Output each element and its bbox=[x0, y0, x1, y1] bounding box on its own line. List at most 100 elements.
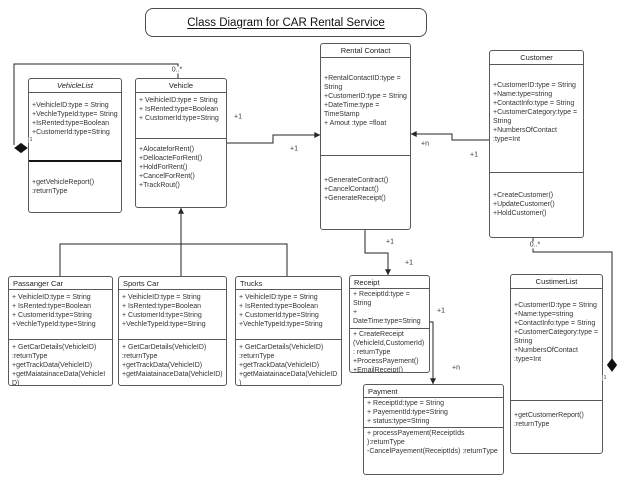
attribute-line: + PayementId:type=String bbox=[367, 409, 448, 416]
method-line: +getMaiatainaceData(VehicleID) bbox=[12, 371, 106, 385]
attribute-line: + VeihicleID:type = String bbox=[239, 294, 318, 301]
class-customer[interactable]: Customer+CustomerID:type = String+Name:t… bbox=[489, 50, 584, 238]
connector-vehicle-to-rental-contact[interactable] bbox=[227, 132, 321, 144]
class-vehiclelist[interactable]: VehicleList+VeihicleID:type = String+Vec… bbox=[28, 78, 122, 213]
class-name-customer: Customer bbox=[490, 51, 583, 65]
attribute-line: +RentalContactID:type = String bbox=[324, 75, 401, 91]
attribute-line: + IsRented:type=Boolean bbox=[139, 106, 219, 113]
method-line: +ProcessPayement() bbox=[353, 358, 419, 365]
method-line: +CreateCustomer() bbox=[493, 192, 554, 199]
multiplicity-label: +1 bbox=[289, 145, 299, 153]
diagram-title: Class Diagram for CAR Rental Service bbox=[187, 16, 385, 29]
attributes-compartment: +VeihicleID:type = String+VechleTypeId:t… bbox=[29, 93, 121, 162]
method-line: +HoldForRent() bbox=[139, 164, 188, 171]
method-line: +getTrackData(VehicleID) bbox=[239, 362, 320, 369]
multiplicity-label: 0..* bbox=[170, 66, 184, 74]
class-passanger-car[interactable]: Passanger Car+ VeihicleID:type = String+… bbox=[8, 276, 113, 386]
method-line: +HoldCustomer() bbox=[493, 210, 547, 217]
class-name-vehiclelist: VehicleList bbox=[29, 79, 121, 93]
multiplicity-label: +1 bbox=[436, 307, 446, 315]
attributes-compartment: +CustomerID:type = String+Name:type=stri… bbox=[490, 65, 583, 173]
methods-compartment: +AlocateforRent() +DelloacteForRent() +Hol… bbox=[136, 139, 226, 207]
attribute-line: +VechleTypeId:type=String bbox=[239, 321, 323, 328]
method-line: +getMaiatainaceData(VehicleID) bbox=[122, 371, 223, 378]
attributes-compartment: + ReceiptId:type = String+ DateTime:type… bbox=[350, 289, 429, 329]
method-line: +getMaiatainaceData(VehicleID) bbox=[239, 371, 338, 385]
method-line: +getVehicleReport() :returnType bbox=[32, 179, 95, 195]
attribute-line: +CustomerID:type = String bbox=[324, 93, 407, 100]
class-receipt[interactable]: Receipt+ ReceiptId:type = String+ DateTi… bbox=[349, 275, 430, 373]
class-name-payment: Payment bbox=[364, 385, 503, 398]
method-line: +UpdateCustomer() bbox=[493, 201, 555, 208]
attribute-line: +ContactInfo:type = String bbox=[493, 100, 575, 107]
class-rental-contact[interactable]: Rental Contact+RentalContactID:type = St… bbox=[320, 43, 411, 230]
attribute-line: + Amout :type =float bbox=[324, 120, 387, 127]
attribute-line: +NumbersOfContact :type=Int bbox=[493, 127, 557, 143]
methods-compartment: + CreateReceipt (VehicleId,CustomerId): … bbox=[350, 329, 429, 372]
multiplicity-label: +1 bbox=[469, 151, 479, 159]
attribute-line: +NumbersOfContact :type=Int bbox=[514, 347, 578, 363]
method-line: +EmailReceipt() bbox=[353, 367, 403, 372]
class-vehicle[interactable]: Vehicle+ VeihicleID:type = String+ IsRen… bbox=[135, 78, 227, 208]
class-custimer-list[interactable]: CustimerList +CustomerID:type = String +Na… bbox=[510, 274, 603, 454]
attribute-line: +VechleTypeId:type= String bbox=[32, 111, 118, 118]
attributes-compartment: + VeihicleID:type = String + IsRented:typ… bbox=[136, 93, 226, 139]
method-line: +DelloacteForRent() bbox=[139, 155, 203, 162]
connector-rental-contact-to-receipt[interactable] bbox=[364, 230, 391, 276]
method-line: +getCustomerReport() :returnType bbox=[514, 412, 584, 428]
attribute-line: + DateTime:type=String bbox=[353, 309, 421, 325]
multiplicity-label: 0..* bbox=[528, 241, 542, 249]
methods-compartment: + GetCarDetails(VehicleID) :returnType+g… bbox=[9, 340, 112, 385]
multiplicity-label: +n bbox=[420, 140, 430, 148]
class-sports-car[interactable]: Sports Car+ VeihicleID:type = String+ Is… bbox=[118, 276, 227, 386]
method-line: +TrackRout() bbox=[139, 182, 180, 189]
attributes-compartment: + VeihicleID:type = String+ IsRented:typ… bbox=[119, 290, 226, 340]
attribute-line: + CustomerId:type=String bbox=[239, 312, 319, 319]
composition-diamond-icon bbox=[606, 358, 618, 372]
method-line: + CreateReceipt (VehicleId,CustomerId): … bbox=[353, 331, 425, 356]
method-line: +CancelForRent() bbox=[139, 173, 195, 180]
attribute-line: +VechleTypeId:type=String bbox=[122, 321, 206, 328]
method-line: + GetCarDetails(VehicleID) :returnType bbox=[239, 344, 324, 360]
attribute-line: +IsRented:type=Boolean bbox=[32, 120, 110, 127]
class-payment[interactable]: Payment + ReceiptId:type = String + Payeme… bbox=[363, 384, 504, 475]
method-line: +AlocateforRent() bbox=[139, 146, 195, 153]
attribute-line: + CustomerId:type=String bbox=[122, 312, 202, 319]
attribute-line: + CustomerId:type=String bbox=[353, 326, 426, 328]
methods-compartment: +GenerateContract()+CancelContact()+Gene… bbox=[321, 156, 410, 229]
attribute-line: +CustomerID:type = String bbox=[493, 82, 576, 89]
method-line: +GenerateContract() bbox=[324, 177, 389, 184]
connector-receipt-to-payment[interactable] bbox=[430, 321, 436, 385]
attribute-line: +CustomerCategory:type = String bbox=[514, 329, 599, 345]
attributes-compartment: + VeihicleID:type = String+ IsRented:typ… bbox=[9, 290, 112, 340]
method-line: +getTrackData(VehicleID) bbox=[122, 362, 203, 369]
attribute-line: +Name:type=string bbox=[514, 311, 574, 318]
class-name-custimer-list: CustimerList bbox=[511, 275, 602, 289]
attribute-line: +DateTime:type = TimeStamp bbox=[324, 102, 380, 118]
attributes-compartment: + VeihicleID:type = String+ IsRented:typ… bbox=[236, 290, 341, 340]
class-name-passanger-car: Passanger Car bbox=[9, 277, 112, 290]
attribute-line: +ContactInfo:type = String bbox=[514, 320, 596, 327]
class-name-rental-contact: Rental Contact bbox=[321, 44, 410, 58]
attributes-compartment: + ReceiptId:type = String + PayementId:ty… bbox=[364, 398, 503, 428]
method-line: + processPayement(ReceiptIds ):returnTyp… bbox=[367, 430, 465, 446]
class-name-receipt: Receipt bbox=[350, 276, 429, 289]
connector-subclass-bus[interactable] bbox=[59, 243, 288, 276]
method-line: + GetCarDetails(VehicleID) :returnType bbox=[122, 344, 207, 360]
class-trucks[interactable]: Trucks+ VeihicleID:type = String+ IsRent… bbox=[235, 276, 342, 386]
multiplicity-label: 1 bbox=[28, 137, 34, 143]
attribute-line: + VeihicleID:type = String bbox=[122, 294, 201, 301]
method-line: +CancelContact() bbox=[324, 186, 379, 193]
methods-compartment: +getCustomerReport() :returnType bbox=[511, 401, 602, 453]
multiplicity-label: +1 bbox=[385, 238, 395, 246]
attribute-line: + VeihicleID:type = String bbox=[139, 97, 218, 104]
class-name-sports-car: Sports Car bbox=[119, 277, 226, 290]
connector-customer-to-rental-contact[interactable] bbox=[410, 131, 489, 141]
methods-compartment: +CreateCustomer() +UpdateCustomer() +HoldC… bbox=[490, 173, 583, 237]
attribute-line: +CustomerID:type = String bbox=[514, 302, 597, 309]
methods-compartment: + GetCarDetails(VehicleID) :returnType +g… bbox=[236, 340, 341, 385]
attribute-line: + CustomerId:type=String bbox=[12, 312, 92, 319]
attributes-compartment: +RentalContactID:type = String +CustomerI… bbox=[321, 58, 410, 156]
attribute-line: + ReceiptId:type = String bbox=[367, 400, 445, 407]
